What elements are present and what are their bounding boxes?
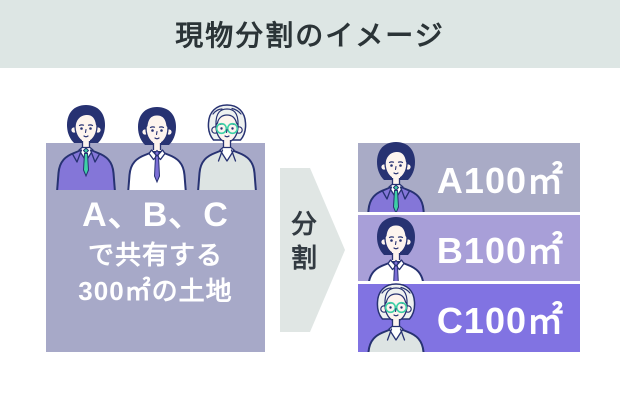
- land-bar-b-label: B100㎡: [436, 230, 564, 271]
- man-gray-jacket-glasses-icon: [360, 279, 432, 352]
- split-arrow-label: 分割: [287, 210, 318, 278]
- land-size-label: 300㎡の土地: [78, 276, 233, 306]
- shared-land-text: A、B、C で共有する 300㎡の土地: [46, 193, 265, 309]
- owner-c-illustration: [191, 100, 267, 190]
- bar-c-person: [360, 279, 434, 352]
- page-title: 現物分割のイメージ: [175, 20, 445, 51]
- man-gray-jacket-glasses-icon: [191, 100, 263, 190]
- header-banner: 現物分割のイメージ: [0, 0, 620, 68]
- land-bar-b: B100㎡: [358, 215, 580, 281]
- owner-a-illustration: [50, 100, 124, 190]
- land-bar-c-label: C100㎡: [436, 300, 564, 341]
- split-arrow-icon: [280, 168, 345, 332]
- owners-label: A、B、C: [82, 196, 229, 234]
- bar-a-person: [360, 137, 434, 212]
- shared-by-label: で共有する: [87, 240, 223, 270]
- man-white-shirt-icon: [360, 212, 432, 281]
- owner-b-illustration: [121, 102, 195, 190]
- man-purple-suit-icon: [50, 100, 122, 190]
- man-purple-suit-icon: [360, 137, 432, 212]
- man-white-shirt-icon: [121, 102, 193, 190]
- bar-b-person: [360, 212, 434, 281]
- land-bar-a-label: A100㎡: [436, 159, 564, 201]
